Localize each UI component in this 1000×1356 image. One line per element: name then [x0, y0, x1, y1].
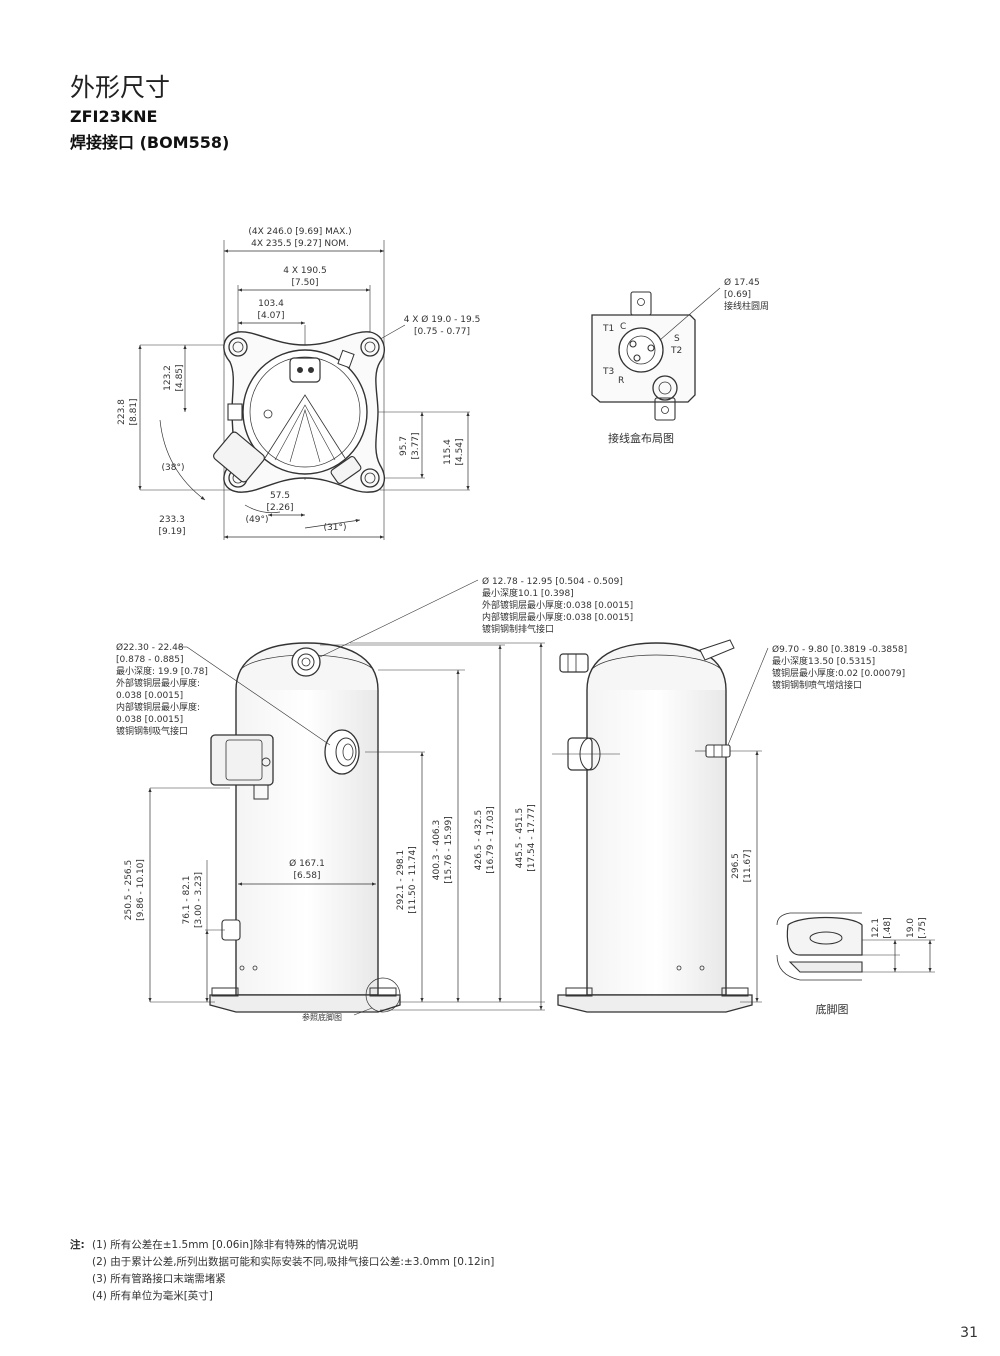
notes-label: 注:	[70, 1239, 85, 1251]
page-number: 31	[960, 1325, 978, 1341]
page-title: 外形尺寸	[70, 73, 171, 102]
dim-400: 400.3 - 406.3	[432, 820, 442, 881]
suction-dia-in: [0.878 - 0.885]	[116, 655, 184, 665]
dim-292: 292.1 - 298.1	[396, 850, 406, 911]
side-view	[552, 639, 769, 1013]
dim-123: 123.2	[163, 365, 173, 391]
dim-57-in: [2.26]	[266, 503, 293, 513]
note-4: (4) 所有单位为毫米[英寸]	[92, 1290, 213, 1302]
dim-223-in: [8.81]	[129, 398, 139, 425]
dim-12-in: [.48]	[883, 917, 893, 938]
top-view	[138, 240, 470, 540]
dim-76: 76.1 - 82.1	[182, 875, 192, 924]
front-view-labels: Ø 12.78 - 12.95 [0.504 - 0.509] 最小深度10.1…	[116, 576, 633, 1022]
terminal-r: R	[618, 376, 624, 386]
terminal-c: C	[620, 322, 626, 332]
note-1: (1) 所有公差在±1.5mm [0.06in]除非有特殊的情况说明	[92, 1239, 359, 1251]
foot-detail-labels: 12.1 [.48] 19.0 [.75] 底脚图	[816, 917, 929, 1016]
dim-103-in: [4.07]	[257, 311, 284, 321]
terminal-dia: Ø 17.45	[724, 277, 760, 288]
model-name: ZFI23KNE	[70, 107, 158, 126]
dim-nom: 4X 235.5 [9.27] NOM.	[251, 239, 349, 249]
dim-426: 426.5 - 432.5	[474, 810, 484, 871]
notes: 注: (1) 所有公差在±1.5mm [0.06in]除非有特殊的情况说明 (2)…	[70, 1237, 494, 1305]
dim-95: 95.7	[399, 436, 409, 456]
suction-desc: 镀铜钢制吸气接口	[116, 725, 188, 737]
dim-223: 223.8	[117, 399, 127, 425]
side-view-labels: Ø9.70 - 9.80 [0.3819 -0.3858] 最小深度13.50 …	[731, 644, 907, 882]
suction-inner-val: 0.038 [0.0015]	[116, 715, 183, 725]
foot-caption: 底脚图	[816, 1002, 849, 1016]
discharge-outer: 外部镀铜层最小厚度:0.038 [0.0015]	[482, 599, 633, 611]
dim-hole-in: [0.75 - 0.77]	[414, 327, 470, 337]
dim-115-in: [4.54]	[455, 438, 465, 465]
injection-desc: 镀铜钢制喷气增焓接口	[772, 679, 862, 691]
dim-123-in: [4.85]	[175, 364, 185, 391]
dim-233: 233.3	[159, 515, 185, 525]
suction-outer-val: 0.038 [0.0015]	[116, 691, 183, 701]
dim-233-in: [9.19]	[158, 527, 185, 537]
suction-inner: 内部镀铜层最小厚度:	[116, 701, 200, 713]
angle-49: (49°)	[246, 515, 269, 525]
injection-depth: 最小深度13.50 [0.5315]	[772, 655, 875, 667]
dim-296-in: [11.67]	[743, 850, 753, 883]
dim-hole: 4 X Ø 19.0 - 19.5	[404, 314, 481, 325]
dim-115: 115.4	[443, 439, 453, 465]
suction-dia: Ø22.30 - 22.48	[116, 642, 184, 653]
dim-167-in: [6.58]	[293, 871, 320, 881]
terminal-box-labels: Ø 17.45 [0.69] 接线柱圆周 T1 C S T2 T3 R 接线盒布…	[602, 277, 769, 445]
dim-19: 19.0	[906, 918, 916, 938]
discharge-dia: Ø 12.78 - 12.95 [0.504 - 0.509]	[482, 576, 623, 587]
injection-coat: 镀铜层最小厚度:0.02 [0.00079]	[772, 667, 905, 679]
dim-76-in: [3.00 - 3.23]	[194, 872, 204, 928]
foot-detail	[776, 912, 935, 981]
dim-426-in: [16.79 - 17.03]	[486, 806, 496, 874]
angle-31: (31°)	[324, 523, 347, 533]
dim-296: 296.5	[731, 853, 741, 879]
discharge-desc: 镀铜钢制排气接口	[482, 623, 554, 635]
dim-190: 4 X 190.5	[283, 266, 326, 276]
dim-103: 103.4	[258, 299, 284, 309]
note-2: (2) 由于累计公差,所列出数据可能和实际安装不同,吸排气接口公差:±3.0mm…	[92, 1256, 495, 1268]
dim-400-in: [15.76 - 15.99]	[444, 816, 454, 884]
terminal-t2: T2	[670, 346, 682, 356]
terminal-t1: T1	[602, 324, 614, 334]
dim-19-in: [.75]	[918, 917, 928, 938]
top-view-labels: (4X 246.0 [9.69] MAX.) 4X 235.5 [9.27] N…	[117, 227, 480, 537]
discharge-inner: 内部镀铜层最小厚度:0.038 [0.0015]	[482, 611, 633, 623]
suction-depth: 最小深度: 19.9 [0.78]	[116, 665, 208, 677]
injection-dia: Ø9.70 - 9.80 [0.3819 -0.3858]	[772, 644, 907, 655]
foot-ref: 参照底脚图	[302, 1012, 342, 1022]
discharge-depth: 最小深度10.1 [0.398]	[482, 587, 574, 599]
front-view	[148, 579, 545, 1016]
dim-190-in: [7.50]	[291, 278, 318, 288]
terminal-s: S	[674, 334, 680, 344]
terminal-box-drawing	[591, 287, 721, 421]
dim-445-in: [17.54 - 17.77]	[527, 804, 537, 872]
terminal-t3: T3	[602, 367, 614, 377]
dim-95-in: [3.77]	[411, 432, 421, 459]
dim-292-in: [11.50 - 11.74]	[408, 846, 418, 914]
angle-38: (38°)	[162, 463, 185, 473]
note-3: (3) 所有管路接口末端需堵紧	[92, 1273, 226, 1285]
terminal-dia-in: [0.69]	[724, 290, 751, 300]
dim-445: 445.5 - 451.5	[515, 808, 525, 869]
terminal-caption: 接线盒布局图	[608, 431, 674, 445]
connection-type: 焊接接口 (BOM558)	[70, 133, 230, 152]
dim-250: 250.5 - 256.5	[124, 860, 134, 921]
dim-12: 12.1	[871, 918, 881, 938]
dim-167: Ø 167.1	[289, 858, 325, 869]
suction-outer: 外部镀铜层最小厚度:	[116, 677, 200, 689]
dim-250-in: [9.86 - 10.10]	[136, 859, 146, 921]
terminal-dia-desc: 接线柱圆周	[724, 300, 769, 312]
dim-57: 57.5	[270, 491, 290, 501]
dim-max: (4X 246.0 [9.69] MAX.)	[248, 227, 351, 237]
